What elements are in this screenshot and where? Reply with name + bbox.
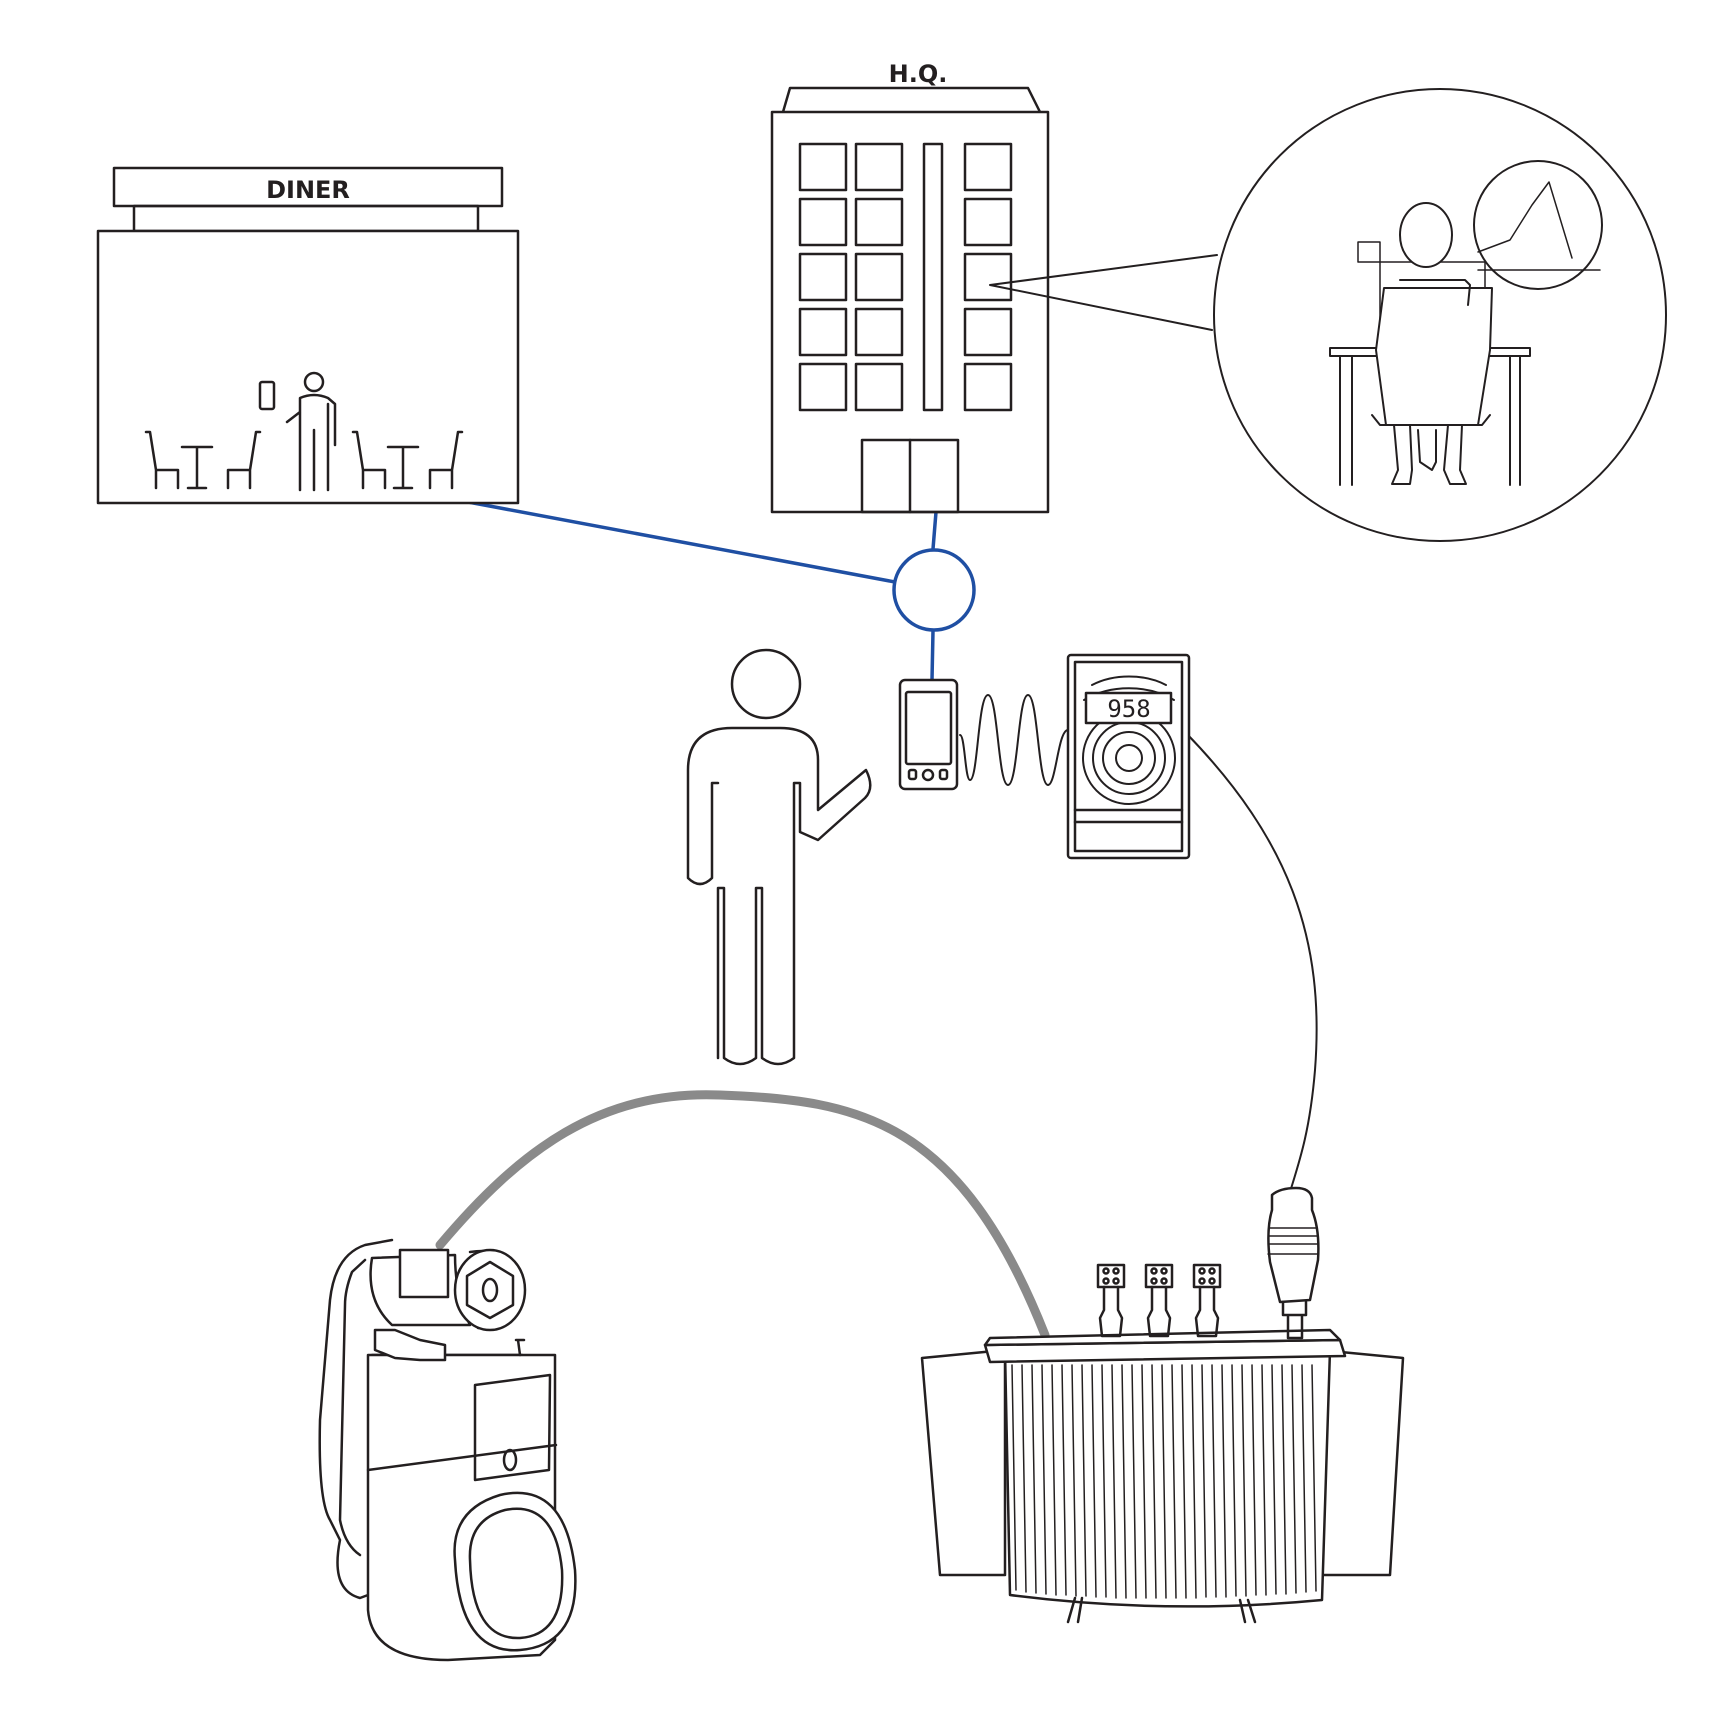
smartphone-icon [898,678,959,791]
zoom-pointer [989,254,1218,331]
transformer-icon [920,1186,1405,1624]
link-diner-hub [466,500,897,584]
meter-to-transformer-cable [1185,732,1318,1196]
office-worker-icon [1213,88,1667,542]
pump-motor-icon [318,1238,577,1662]
diner-sign: DINER [266,176,350,204]
diner-building-icon [96,166,520,505]
pipe-pump-to-transformer [435,1090,1050,1340]
network-hub-icon [892,548,976,632]
link-hub-phone [930,629,935,682]
person-icon [686,648,872,1066]
meter-reading: 958 [1107,695,1150,723]
hq-building-icon [770,86,1050,514]
link-hq-hub [931,510,938,551]
wireless-signal-icon [959,694,1069,786]
hq-sign: H.Q. [889,60,948,88]
meter-icon [1066,653,1191,860]
